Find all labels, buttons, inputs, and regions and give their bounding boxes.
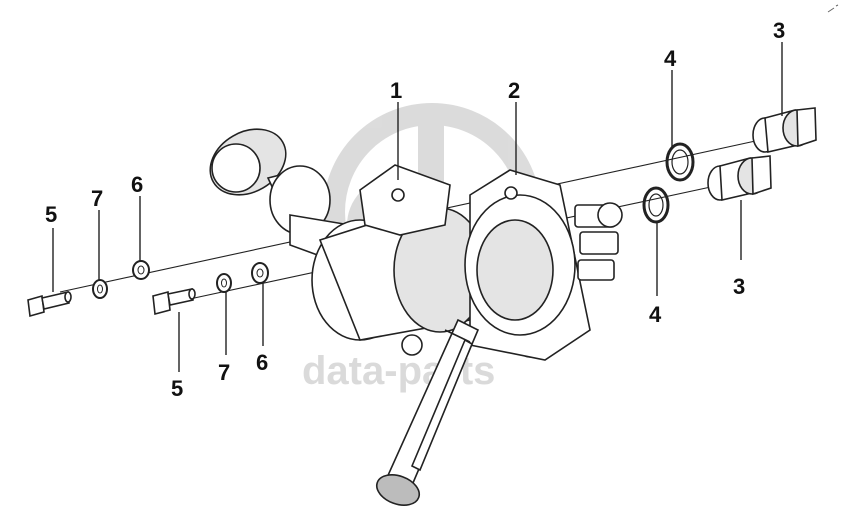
callout-5-upper: 5 xyxy=(45,202,57,227)
callout-3-lower: 3 xyxy=(733,274,745,299)
callout-4-lower: 4 xyxy=(649,302,662,327)
o-ring-part-4-upper xyxy=(665,142,695,182)
callout-7-upper: 7 xyxy=(91,186,103,211)
callouts: 1 2 3 3 4 4 5 5 7 7 6 6 xyxy=(45,18,785,401)
valve-body-part-1 xyxy=(209,128,543,358)
fitting-part-3-upper xyxy=(752,107,817,153)
leader-lines xyxy=(52,42,783,372)
callout-1: 1 xyxy=(390,78,402,103)
washer-part-6-lower xyxy=(251,262,269,284)
cover-flange-part-2 xyxy=(464,169,623,361)
bolt-part-5-lower xyxy=(152,288,196,316)
callout-5-lower: 5 xyxy=(171,376,183,401)
fitting-part-3-lower xyxy=(707,155,772,201)
lock-washer-part-7-upper xyxy=(92,279,108,299)
callout-6-lower: 6 xyxy=(256,350,268,375)
bolt-part-5-upper xyxy=(27,291,72,318)
callout-2: 2 xyxy=(508,78,520,103)
o-ring-part-4-lower xyxy=(642,186,670,224)
lever-handle xyxy=(375,318,480,506)
callout-4-upper: 4 xyxy=(664,46,677,71)
corner-mark xyxy=(827,4,839,13)
washer-part-6-upper xyxy=(132,260,150,280)
callout-7-lower: 7 xyxy=(218,360,230,385)
lock-washer-part-7-lower xyxy=(216,273,232,293)
callout-3-upper: 3 xyxy=(773,18,785,43)
callout-6-upper: 6 xyxy=(131,172,143,197)
